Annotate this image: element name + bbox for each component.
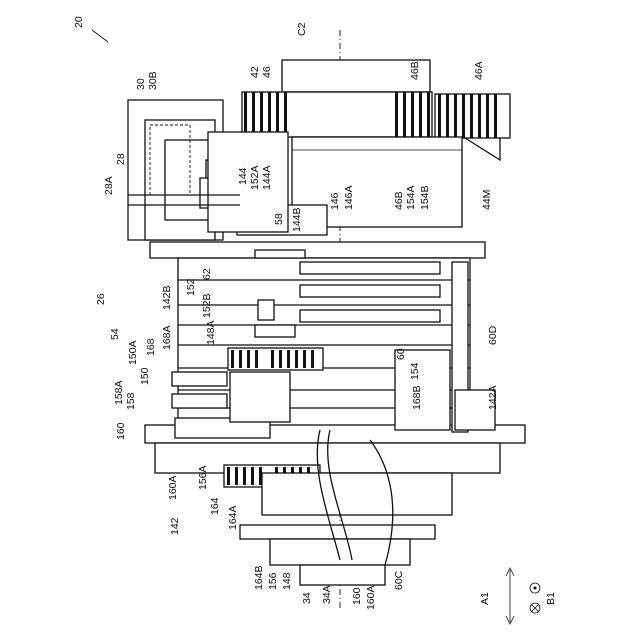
- label: 30B: [147, 71, 159, 90]
- label: 34: [301, 592, 313, 604]
- label: 160: [115, 422, 127, 440]
- label: 154B: [419, 185, 431, 210]
- label: 154A: [405, 185, 417, 210]
- label: 146: [329, 192, 341, 210]
- label: 30: [135, 78, 147, 90]
- label: 146A: [343, 185, 355, 210]
- label: 144: [237, 167, 249, 185]
- label: 148: [281, 572, 293, 590]
- label: 60C: [393, 570, 405, 590]
- label: 150: [139, 367, 151, 385]
- label: 152A: [249, 165, 261, 190]
- label: 28: [115, 153, 127, 165]
- label: 46A: [473, 61, 485, 80]
- label: 28A: [103, 176, 115, 195]
- label: 144A: [261, 165, 273, 190]
- label: 154: [409, 362, 421, 380]
- label: 156A: [197, 465, 209, 490]
- label: 168: [145, 338, 157, 356]
- label: 164A: [227, 505, 239, 530]
- label: 54: [109, 328, 121, 340]
- label: 152: [185, 278, 197, 296]
- label: 26: [95, 293, 107, 305]
- label: 160A: [167, 475, 179, 500]
- label: 46B: [409, 61, 421, 80]
- label: 164B: [253, 565, 265, 590]
- label: 158: [125, 392, 137, 410]
- label: 142: [169, 517, 181, 535]
- label: 42: [249, 66, 261, 78]
- label: 152B: [201, 293, 213, 318]
- gear-168: [228, 348, 323, 370]
- label: 34A: [321, 585, 333, 604]
- label: 168B: [411, 385, 423, 410]
- label: 60: [395, 348, 407, 360]
- direction-label-a1: A1: [479, 592, 491, 605]
- label: 62: [201, 268, 213, 280]
- label: 150A: [127, 340, 139, 365]
- label: 44M: [481, 190, 493, 210]
- label: 148A: [205, 320, 217, 345]
- label: 142A: [487, 385, 499, 410]
- label: 142B: [161, 285, 173, 310]
- direction-indicator: [506, 568, 540, 624]
- label: 164: [209, 497, 221, 515]
- ref-arrow-20: [92, 30, 108, 42]
- direction-label-b1: B1: [545, 592, 557, 605]
- label: 46B: [393, 191, 405, 210]
- label: 168A: [161, 325, 173, 350]
- axis-label-c2: C2: [296, 22, 308, 36]
- ref-label-20: 20: [73, 16, 85, 28]
- label: 46: [261, 66, 273, 78]
- label: 158A: [113, 380, 125, 405]
- label: 60D: [487, 325, 499, 345]
- label: 144B: [291, 207, 303, 232]
- label: 156: [267, 572, 279, 590]
- label: 58: [273, 213, 285, 225]
- label: 160: [351, 587, 363, 605]
- label: 160A: [365, 585, 377, 610]
